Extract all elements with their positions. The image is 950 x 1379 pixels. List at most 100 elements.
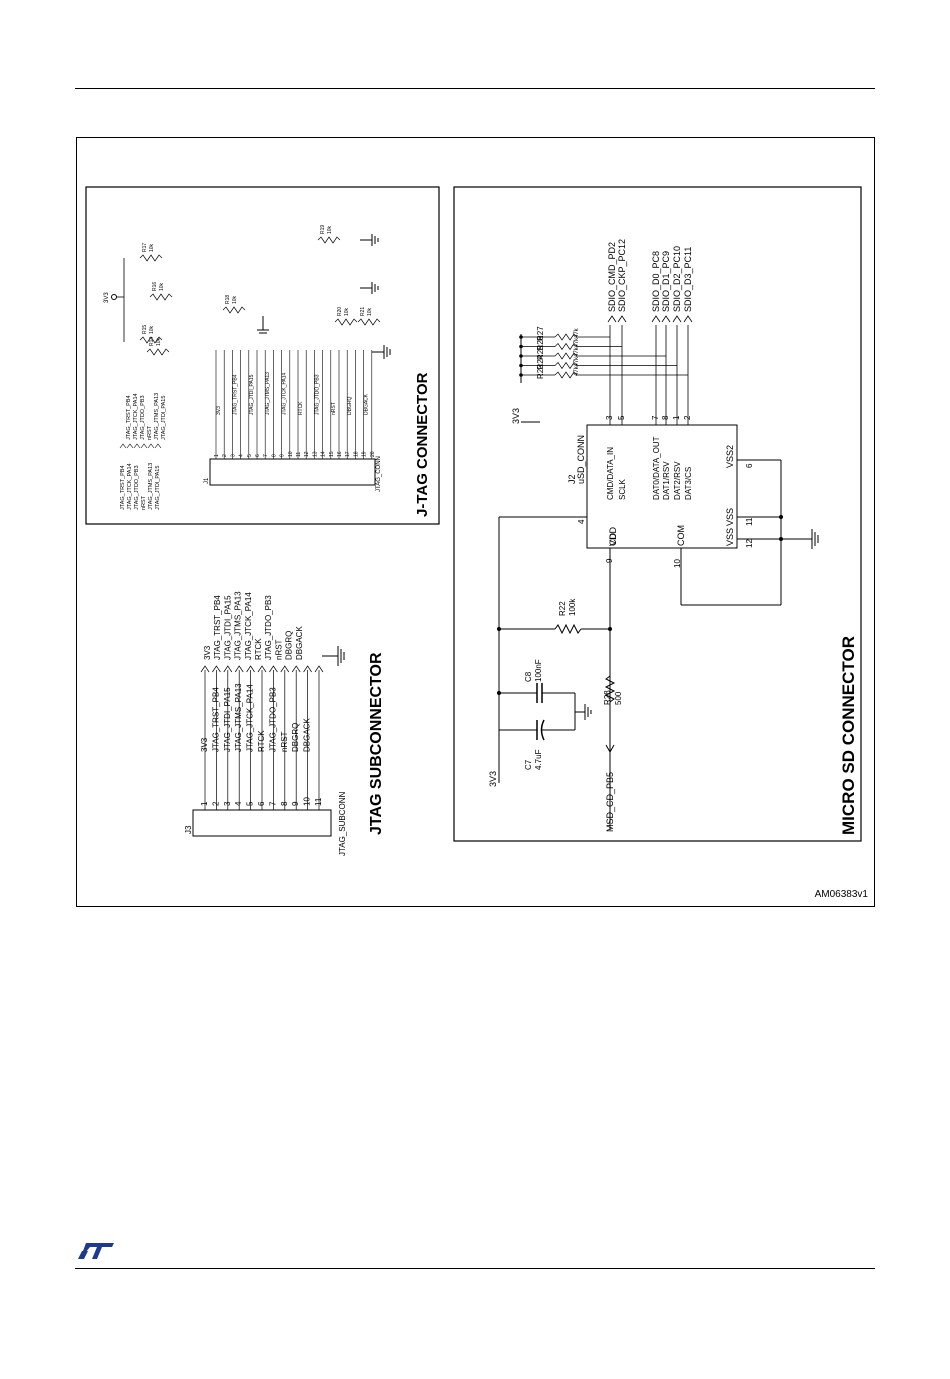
jtag-port-right: JTAG_JTCK_PA14 <box>133 393 139 440</box>
sdio-net: SDIO_CMD_PD2 <box>607 242 617 312</box>
c8-ref: C8 <box>524 671 533 682</box>
sdio-net: SDIO_D3_PC11 <box>683 247 693 312</box>
jtag-port-right: JTAG_JTDI_PA15 <box>161 396 167 440</box>
j1-pin-net: nRST <box>331 402 337 415</box>
pullup-resistor <box>554 342 578 351</box>
j1-pin-number: 16 <box>337 451 343 457</box>
pullup-resistor <box>554 361 578 370</box>
jtag-resistor <box>317 236 341 244</box>
jtag-port-left: nRST <box>141 495 147 510</box>
sdio-net: SDIO_D1_PC9 <box>661 251 671 312</box>
pullup-resistor <box>554 371 578 379</box>
j3-pin-number: 5 <box>246 801 255 806</box>
jtag-resistor-value: 10k <box>367 307 373 316</box>
j3-port-arrow <box>280 665 290 673</box>
jtag-port-arrow <box>154 443 162 449</box>
j3-pin-number: 1 <box>200 801 209 806</box>
j3-body <box>192 809 332 837</box>
c7-value: 4.7uF <box>534 749 543 770</box>
jtag-port-left: JTAG_TRST_PB4 <box>120 465 126 510</box>
jtag-resistor <box>139 254 163 262</box>
sdio-port-arrow <box>617 315 627 323</box>
j3-pin-number: 7 <box>268 801 277 806</box>
j1-pin-number: 14 <box>321 451 327 457</box>
j1-pin-number: 6 <box>255 454 261 457</box>
sdio-port-arrow <box>683 315 693 323</box>
pullup-value: 47k <box>574 365 580 376</box>
jtag-ground-2 <box>360 282 379 294</box>
j1-pin-number: 18 <box>353 451 359 457</box>
jtag-port-left: JTAG_JTMS_PA13 <box>148 463 154 510</box>
pullup-node <box>519 354 523 358</box>
j1-pin-number: 7 <box>263 454 269 457</box>
j3-pin-net: RTCK <box>257 730 266 752</box>
j3-port-arrow <box>234 665 244 673</box>
j3-pin-net: 3V3 <box>200 737 209 752</box>
pin-vdd-name: VDD <box>608 526 618 546</box>
pin-vss2-name: VSS <box>725 528 735 546</box>
cd-net: MSD_CD_PB5 <box>605 772 615 832</box>
jtag-resistor <box>357 318 381 326</box>
j3-port-arrow <box>212 665 221 673</box>
sdio-net: SDIO_D2_PC10 <box>672 246 682 312</box>
jtag-resistor-value: 10k <box>149 325 155 334</box>
jtag-resistor-ref: R18 <box>225 295 231 304</box>
pin-com-name: COM <box>676 525 686 546</box>
j3-pin-net: DBGACK <box>303 718 312 752</box>
pullup-node <box>519 373 523 377</box>
j3-pin-net: JTAG_JTMS_PA13 <box>234 683 243 752</box>
j3-port-net: 3V3 <box>203 645 212 660</box>
sdio-net: SDIO_CKP_PC12 <box>617 239 627 312</box>
jtag-resistor <box>222 306 246 314</box>
sd-top-pins: 3CMD/DATA_IN5SCLK7DAT0/DATA_OUT8DAT1/RSV… <box>605 325 693 500</box>
j1-pin-net: DBGRQ <box>347 397 353 415</box>
sdio-port-arrow <box>607 315 617 323</box>
pullup-node <box>519 363 523 368</box>
jtag-port-arrow <box>133 443 141 449</box>
pullup-value: 47k <box>574 356 580 367</box>
j3-pin-number: 8 <box>280 801 289 806</box>
figure-frame: AM06383v1 <box>76 137 875 907</box>
pin-com-num: 10 <box>673 559 682 568</box>
j1-pin-number: 9 <box>280 454 286 457</box>
jtag-resistor-ref: R15 <box>142 325 148 334</box>
sd-ground <box>800 529 819 549</box>
jtag-port-right: JTAG_JTDO_PB3 <box>140 395 146 440</box>
j3-port-net: JTAG_JTCK_PA14 <box>244 592 253 660</box>
j1-pin-net: JTAG_JTCK_PA14 <box>282 372 288 415</box>
j3-port-arrow <box>291 665 301 673</box>
j3-port-arrow <box>257 665 267 673</box>
j3-port-arrow <box>200 665 210 673</box>
sd-title: MICRO SD CONNECTOR <box>839 636 858 835</box>
j1-ref: J1 <box>204 477 210 484</box>
jtag-3v3-terminal <box>111 294 117 300</box>
pullup-value: 47k <box>574 337 580 348</box>
j3-pin-number: 3 <box>223 801 232 806</box>
jtag-resistor-value: 10k <box>327 225 333 234</box>
pin-vss3-name: VSS2 <box>725 445 735 468</box>
footer-rule <box>75 1268 875 1269</box>
pullup-ref: R27 <box>536 326 545 341</box>
j3-ref: J3 <box>184 825 193 834</box>
j1-pin-number: 10 <box>288 451 294 457</box>
j1-pin-number: 1 <box>214 454 220 457</box>
jtag-resistor <box>146 348 170 356</box>
jtag-ground-3 <box>372 345 391 359</box>
j1-pin-number: 4 <box>239 454 245 457</box>
sdio-port-arrow <box>672 315 682 323</box>
j3-pin-net: JTAG_TRST_PB4 <box>211 687 220 752</box>
j3-port-net: nRST <box>274 639 283 660</box>
jtag-3v3-label: 3V3 <box>104 292 110 303</box>
jtag-resistor-ref: R21 <box>360 307 366 316</box>
pullup-node <box>519 344 523 349</box>
pullup-ref: R26 <box>536 335 545 350</box>
pin-vss1-name: VSS <box>725 508 735 526</box>
j1-pin-net: RTCK <box>298 401 304 415</box>
sd-pin-name: DAT0/DATA_OUT <box>652 436 661 500</box>
j3-pin-number: 11 <box>314 797 323 806</box>
jtag-port-left: JTAG_JTDO_PB3 <box>134 465 140 510</box>
jtag-resistor <box>149 293 173 301</box>
jtag-resistor-value: 10k <box>344 307 350 316</box>
